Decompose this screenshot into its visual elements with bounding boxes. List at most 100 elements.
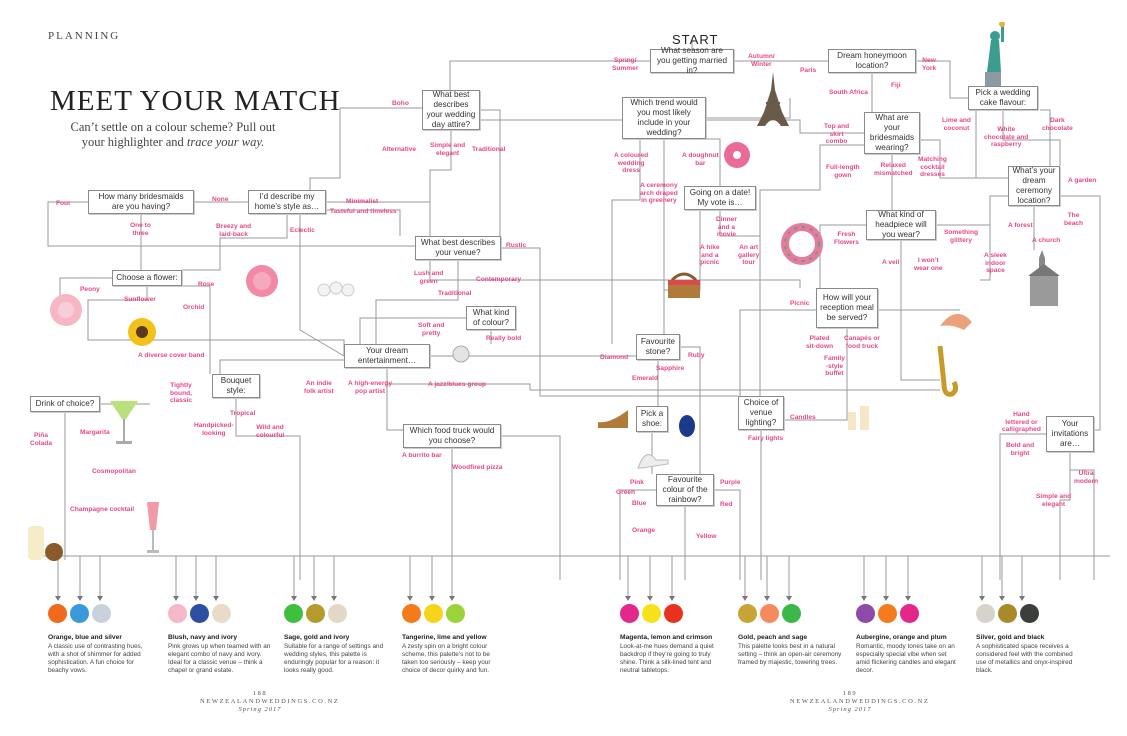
connector-line [449, 60, 650, 90]
answer-spring-summer: Spring/ Summer [612, 57, 639, 72]
connector-line [714, 489, 741, 580]
answer-emerald: Emerald [632, 375, 659, 382]
answer-handpicked: Handpicked- looking [194, 422, 234, 437]
colour-swatch [424, 604, 443, 623]
answer-eclectic: Eclectic [290, 227, 315, 234]
answer-traditional-venue: Traditional [438, 290, 472, 297]
picnic-basket-icon [664, 268, 704, 305]
diamond-icon [452, 345, 470, 368]
margarita-glass-icon [108, 395, 140, 452]
drink-question: Drink of choice? [30, 396, 100, 412]
colour-swatch [782, 604, 801, 623]
answer-ruby: Ruby [688, 352, 705, 359]
connector-line [680, 346, 701, 474]
palette-title: Blush, navy and ivory [168, 634, 238, 641]
connector-line [309, 107, 422, 190]
arrowhead [647, 596, 653, 601]
palette-title: Magenta, lemon and crimson [620, 634, 713, 641]
connector-line [706, 98, 791, 119]
colour-swatch [48, 604, 67, 623]
arrowhead [429, 596, 435, 601]
stiletto-shoe-icon [636, 440, 670, 475]
connector-line [916, 60, 968, 99]
connector-line [1040, 109, 1051, 166]
answer-candles: Candles [790, 414, 816, 421]
answer-fairy-lights: Fairy lights [748, 435, 784, 442]
answer-traditional: Traditional [472, 146, 506, 153]
colour-swatch [900, 604, 919, 623]
sandal-shoe-icon [596, 402, 630, 435]
ceremony-question: What’s your dream ceremony location? [1008, 166, 1060, 206]
colour-swatch [760, 604, 779, 623]
honeymoon-question: Dream honeymoon location? [828, 49, 916, 73]
answer-orange: Orange [632, 527, 656, 534]
answer-church: A church [1032, 237, 1061, 244]
answer-sapphire: Sapphire [656, 365, 685, 372]
answer-sleek-indoor: A sleek indoor space [984, 252, 1007, 275]
connector-line [611, 139, 641, 344]
answer-art-gallery: An art gallery tour [738, 244, 760, 267]
palette-description: A classic use of contrasting hues, with … [48, 643, 143, 674]
answer-woodfired-pizza: Woodfired pizza [452, 464, 503, 471]
answer-pink: Pink [630, 479, 644, 486]
arrowhead [999, 596, 1005, 601]
palette-title: Silver, gold and black [976, 634, 1045, 641]
answer-simple-elegant-invites: Simple and elegant [1036, 493, 1072, 508]
connector-line [59, 277, 112, 300]
answer-relaxed: Relaxed mismatched [874, 162, 913, 177]
arrowhead [311, 596, 317, 601]
answer-paris: Paris [800, 67, 817, 74]
section-label: PLANNING [48, 30, 121, 42]
answer-fresh-flowers: Fresh Flowers [834, 231, 859, 246]
flower-wreath-icon [780, 222, 824, 271]
answer-wont-wear: I won’t wear one [914, 257, 943, 272]
connector-line [501, 435, 561, 580]
colour-swatch [446, 604, 465, 623]
candles-icon [846, 400, 872, 435]
seashell-icon [938, 308, 974, 337]
answer-ceremony-arch: A ceremony arch draped in greenery [640, 182, 678, 205]
connector-line [1059, 452, 1071, 580]
colour-swatch [998, 604, 1017, 623]
answer-hand-lettered: Hand lettered or calligraphed [1002, 411, 1041, 434]
answer-something-glittery: Something glittery [944, 229, 979, 244]
palette-description: This palette looks best in a natural set… [738, 643, 842, 666]
church-icon [1026, 250, 1062, 313]
answer-garden: A garden [1068, 177, 1097, 184]
colour-kind-question: What kind of colour? [466, 306, 516, 330]
season-question: What season are you getting married in? [650, 46, 734, 75]
arrowhead [764, 596, 770, 601]
arrowhead [193, 596, 199, 601]
bouquet-question: Bouquet style: [212, 374, 260, 398]
pina-colada-icon [20, 520, 66, 567]
answer-lime: Lime and coconut [942, 117, 971, 132]
bridesmaids-count-question: How many bridesmaids are you having? [88, 190, 194, 214]
entertainment-question: Your dream entertainment… [344, 344, 430, 368]
colour-swatch [738, 604, 757, 623]
answer-diverse-band: A diverse cover band [138, 352, 205, 359]
answer-doughnut-bar: A doughnut bar [682, 152, 719, 167]
arrowhead [291, 596, 297, 601]
arrowhead [669, 596, 675, 601]
colour-swatch [976, 604, 995, 623]
answer-orchid: Orchid [183, 304, 205, 311]
venue-question: What best describes your venue? [415, 236, 501, 260]
answer-contemporary: Contemporary [476, 276, 522, 283]
answer-autumn-winter: Autumn/ Winter [748, 53, 775, 68]
colour-swatch [856, 604, 875, 623]
answer-simple-elegant: Simple and elegant [430, 142, 466, 157]
palette-description: Romantic, moody tones take on an especia… [856, 643, 956, 674]
connector-line [359, 317, 466, 344]
arrowhead [55, 596, 61, 601]
arrowhead [1019, 596, 1025, 601]
connector-line [47, 201, 415, 247]
orchid-icon [316, 278, 356, 307]
answer-boho: Boho [392, 100, 409, 107]
answer-veil: A veil [882, 259, 900, 266]
answer-new-york: New York [922, 57, 937, 72]
answer-ultra-modern: Ultra modern [1074, 470, 1099, 485]
connector-line [429, 260, 801, 288]
answer-south-africa: South Africa [829, 89, 868, 96]
page-title: MEET YOUR MATCH [50, 85, 341, 117]
